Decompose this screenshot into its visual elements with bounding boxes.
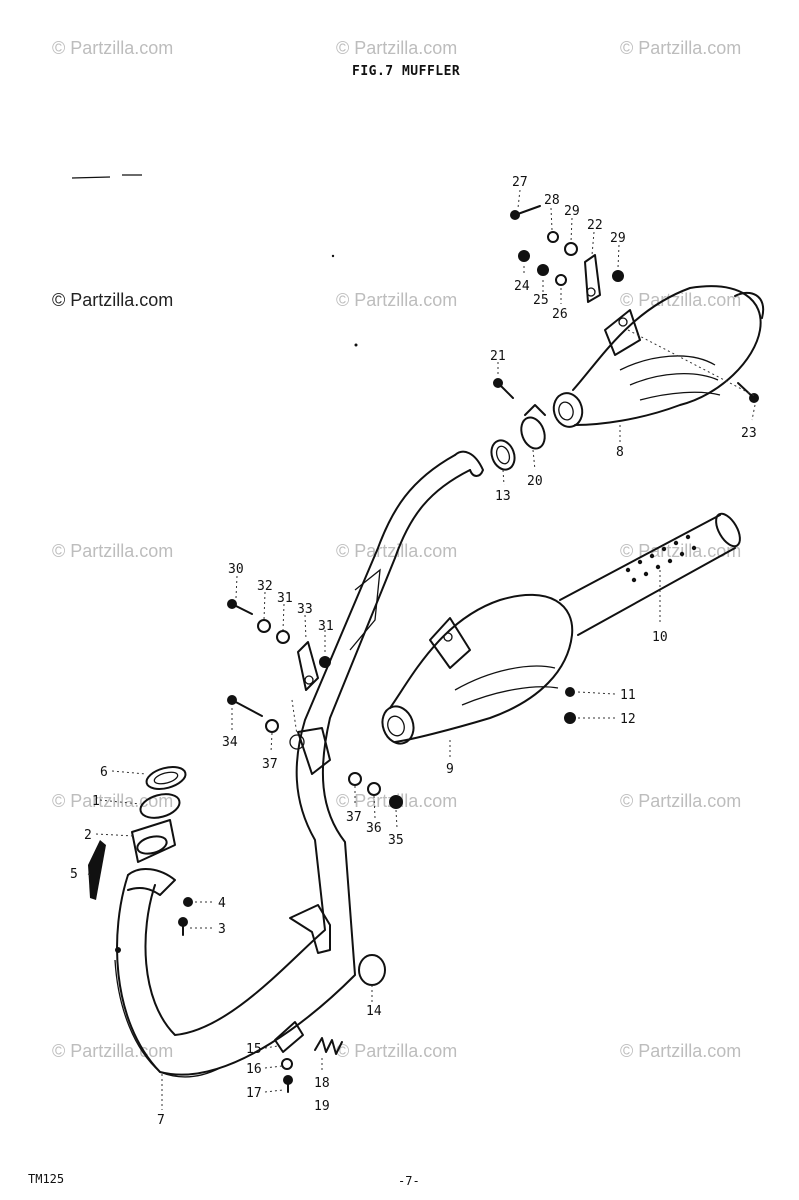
callout-31: 31: [318, 619, 334, 634]
figure-title: FIG.7 MUFFLER: [352, 64, 461, 79]
mount-rubber: [358, 954, 386, 986]
callout-26: 26: [552, 307, 568, 322]
watermark: © Partzilla.com: [336, 1041, 458, 1061]
callout-24: 24: [514, 279, 530, 294]
callout-25: 25: [533, 293, 549, 308]
tail-pipe: [559, 512, 741, 636]
watermark: © Partzilla.com: [620, 290, 742, 310]
callout-37: 37: [346, 810, 362, 825]
callout-8: 8: [616, 445, 624, 460]
callout-19: 19: [314, 1099, 330, 1114]
callout-35: 35: [388, 833, 404, 848]
callout-34: 34: [222, 735, 238, 750]
clamp: [490, 404, 546, 471]
page-number: -7-: [398, 1174, 420, 1188]
pipe-gasket: [139, 766, 187, 819]
watermark: © Partzilla.com: [52, 38, 174, 58]
callout-16: 16: [246, 1062, 262, 1077]
watermark: © Partzilla.com: [620, 38, 742, 58]
nut: [183, 250, 624, 907]
callout-36: 36: [366, 821, 382, 836]
callout-13: 13: [495, 489, 511, 504]
callout-10: 10: [652, 630, 668, 645]
callout-15: 15: [246, 1042, 262, 1057]
callout-21: 21: [490, 349, 506, 364]
callout-22: 22: [587, 218, 603, 233]
watermark: © Partzilla.com: [52, 1041, 174, 1061]
callout-3: 3: [218, 922, 226, 937]
callout-1: 1: [92, 794, 100, 809]
watermark: © Partzilla.com: [52, 541, 174, 561]
callout-18: 18: [314, 1076, 330, 1091]
watermark: © Partzilla.com: [336, 290, 458, 310]
callout-29: 29: [564, 204, 580, 219]
model-code: TM125: [28, 1172, 65, 1186]
callout-23: 23: [741, 426, 757, 441]
watermark: © Partzilla.com: [620, 791, 742, 811]
callout-11: 11: [620, 688, 636, 703]
callout-labels: 27 28 29 22 29 24 25 26 21 23 8 13 20 30…: [70, 175, 757, 1128]
scan-mark: [354, 343, 358, 347]
leader-lines: [87, 189, 756, 1110]
callout-2: 2: [84, 828, 92, 843]
exhaust-pipe: [114, 450, 484, 1078]
upper-muffler: [552, 285, 765, 428]
callout-32: 32: [257, 579, 273, 594]
watermark: © Partzilla.com: [620, 1041, 742, 1061]
callout-12: 12: [620, 712, 636, 727]
callout-7: 7: [157, 1113, 165, 1128]
callout-28: 28: [544, 193, 560, 208]
pipe-gasket: [88, 840, 106, 900]
callout-33: 33: [297, 602, 313, 617]
callout-27: 27: [512, 175, 528, 190]
callout-4: 4: [218, 896, 226, 911]
watermark: © Partzilla.com: [52, 791, 174, 811]
callout-9: 9: [446, 762, 454, 777]
callout-6: 6: [100, 765, 108, 780]
washer: [257, 231, 578, 1070]
callout-17: 17: [246, 1086, 262, 1101]
spring: [314, 1037, 343, 1055]
callout-5: 5: [70, 867, 78, 882]
watermark: © Partzilla.com: [336, 38, 458, 58]
callout-29: 29: [610, 231, 626, 246]
bolt: [178, 205, 759, 1093]
flange: [88, 819, 176, 900]
scan-mark: [71, 174, 142, 179]
callout-30: 30: [228, 562, 244, 577]
callout-14: 14: [366, 1004, 382, 1019]
callout-37: 37: [262, 757, 278, 772]
watermark: © Partzilla.com: [52, 290, 174, 310]
callout-31: 31: [277, 591, 293, 606]
lower-muffler: [381, 594, 574, 745]
scan-mark: [331, 254, 335, 258]
callout-20: 20: [527, 474, 543, 489]
bracket: [274, 254, 601, 1053]
